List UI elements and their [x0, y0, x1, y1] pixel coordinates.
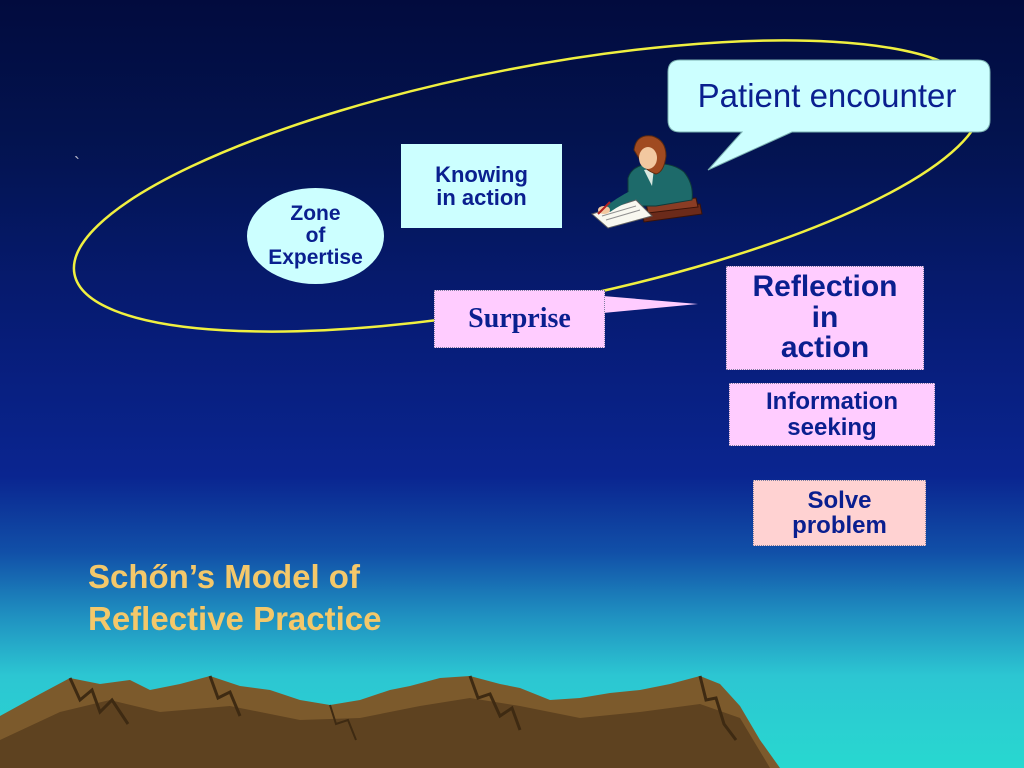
knowing-in-action-box: Knowing in action	[401, 144, 562, 228]
surprise-pointer	[603, 296, 698, 313]
information-seeking-box: Information seeking	[729, 383, 935, 446]
mountain-range	[0, 675, 780, 768]
slide-title: Schőn’s Model of Reflective Practice	[88, 558, 382, 638]
stray-mark: `	[74, 154, 80, 174]
patient-encounter-label: Patient encounter	[697, 77, 957, 114]
surprise-box: Surprise	[434, 290, 605, 348]
zone-of-expertise-oval: Zone of Expertise	[247, 188, 384, 284]
reflection-in-action-box: Reflection in action	[726, 266, 924, 370]
solve-problem-box: Solve problem	[753, 480, 926, 546]
clinician-figure-icon	[591, 135, 703, 229]
patient-speech-bubble	[667, 59, 991, 171]
